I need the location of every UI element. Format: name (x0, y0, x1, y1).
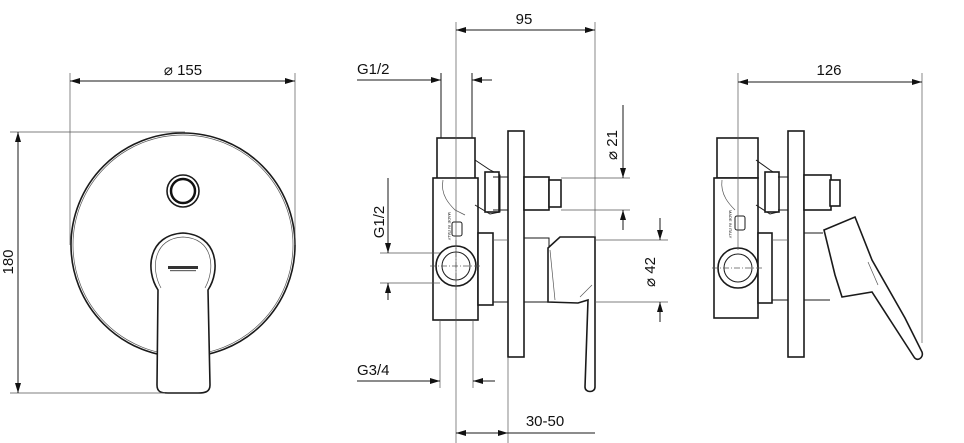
wall-range-dimension: 30-50 (456, 357, 595, 443)
handle-diameter-dimension: ⌀ 42 (595, 218, 668, 322)
wall-range-label: 30-50 (526, 413, 564, 430)
flange-plate (507, 130, 525, 358)
handle-diameter-label: ⌀ 42 (642, 257, 659, 287)
side-inlet-label: G1/2 (371, 206, 388, 239)
top-inlet-dimension: G1/2 (357, 61, 492, 83)
lever-handle (150, 232, 216, 394)
depth-dimension: 95 (455, 11, 596, 443)
handle-open (823, 215, 924, 360)
handle (547, 236, 596, 393)
height-label: 180 (0, 249, 17, 274)
side-inlet-dimension: G1/2 (371, 178, 440, 300)
open-depth-dimension: 126 (737, 62, 923, 343)
diverter-stem (523, 176, 550, 211)
side-view-open: MADE IN ITALY 126 (712, 62, 924, 360)
depth-label: 95 (516, 11, 533, 28)
stem-diameter-label: ⌀ 21 (604, 130, 621, 160)
top-inlet-label: G1/2 (357, 61, 390, 78)
diverter-button (166, 174, 200, 208)
side-view: MADE IN ITALY 95 G1/2 (357, 11, 668, 443)
stem-diameter-dimension: ⌀ 21 (561, 105, 630, 230)
outlet-label: G3/4 (357, 362, 390, 379)
diameter-dimension: ⌀ 155 (69, 62, 296, 245)
height-dimension: 180 (0, 131, 185, 394)
open-depth-label: 126 (816, 62, 841, 79)
front-view: ⌀ 155 180 (0, 62, 296, 394)
body-marking: MADE IN ITALY (447, 212, 452, 241)
flange-plate (787, 130, 805, 358)
diameter-label: ⌀ 155 (164, 62, 202, 79)
body-marking: MADE IN ITALY (728, 210, 733, 239)
outlet-dimension: G3/4 (357, 320, 495, 388)
brand-logo (168, 266, 198, 272)
